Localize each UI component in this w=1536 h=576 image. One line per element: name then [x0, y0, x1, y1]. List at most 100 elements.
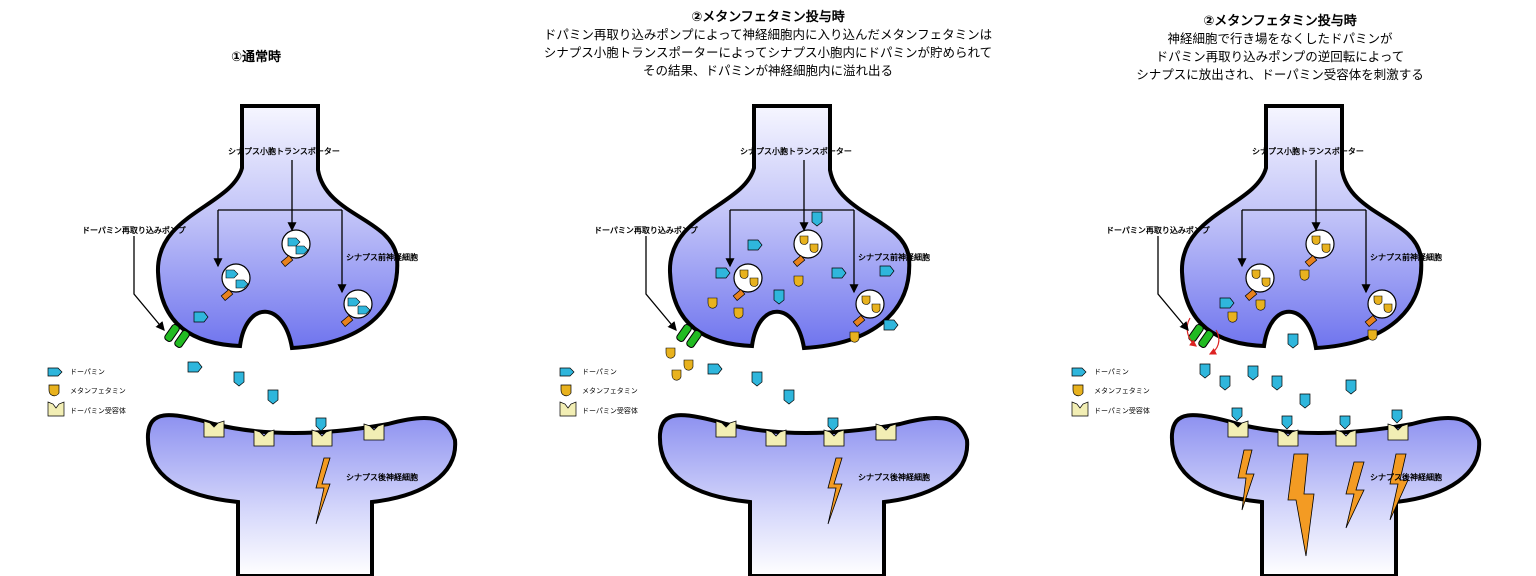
dopamine-icon: [1391, 409, 1403, 424]
reverse-flow-arrow-icon: [1208, 329, 1220, 355]
panel-title: ②メタンフェタミン投与時: [1203, 14, 1357, 29]
dopamine-icon: [715, 267, 731, 279]
legend-receptor: ドーパミン受容体: [582, 407, 638, 415]
legend-methamphetamine-icon: [560, 384, 572, 397]
pump-arrow: [133, 236, 165, 331]
dopamine-icon: [235, 279, 249, 289]
legend-methamphetamine-icon: [48, 384, 60, 397]
panel-methamphetamine-2: ②メタンフェタミン投与時 神経細胞で行き場をなくしたドパミンが ドパミン再取り込…: [1024, 0, 1536, 576]
methamphetamine-icon: [1321, 243, 1331, 253]
dopamine-icon: [1339, 415, 1351, 430]
dopamine-icon: [1287, 333, 1299, 349]
legend-dopamine-icon: [1071, 367, 1087, 377]
methamphetamine-icon: [671, 369, 682, 381]
panel-caption: ②メタンフェタミン投与時 神経細胞で行き場をなくしたドパミンが ドパミン再取り込…: [1024, 14, 1536, 84]
vesicle-transporter-label: シナプス小胞トランスポーター: [1252, 147, 1364, 156]
receptor-icon: [1387, 423, 1409, 441]
dopamine-icon: [267, 389, 279, 405]
reuptake-pump-label: ドーパミン再取り込みポンプ: [594, 226, 698, 235]
panel-desc-line: ドパミン再取り込みポンプによって神経細胞内に入り込んだメタンフェタミンは: [543, 27, 993, 42]
presynaptic-neuron: [667, 104, 912, 351]
legend-methamphetamine: メタンフェタミン: [582, 387, 638, 395]
presynaptic-neuron: [155, 104, 400, 351]
vesicle-transporter: [1304, 254, 1318, 268]
methamphetamine-icon: [1251, 269, 1261, 279]
vesicle-transporter: [340, 314, 354, 328]
panel-desc-line: ドパミン再取り込みポンプの逆回転によって: [1155, 49, 1405, 64]
receptor-icon: [823, 429, 845, 447]
methamphetamine-icon: [1261, 277, 1271, 287]
methamphetamine-icon: [749, 277, 759, 287]
panel-caption: ①通常時: [0, 50, 512, 66]
dopamine-icon: [1219, 297, 1235, 309]
methamphetamine-icon: [1311, 235, 1321, 245]
legend-dopamine-icon: [47, 367, 63, 377]
postsynaptic-neuron: [1169, 413, 1482, 576]
pump-arrow: [1157, 236, 1189, 331]
methamphetamine-icon: [1367, 329, 1378, 341]
presynaptic-neuron: [1179, 104, 1424, 351]
methamphetamine-icon: [809, 243, 819, 253]
dopamine-icon: [879, 265, 895, 277]
pump-arrow: [645, 236, 677, 331]
dopamine-icon: [287, 237, 301, 247]
vesicle-transporter-label: シナプス小胞トランスポーター: [740, 147, 852, 156]
synapse-diagram: [47, 104, 458, 576]
dopamine-icon: [1219, 375, 1231, 391]
dopamine-icon: [315, 417, 327, 432]
postsynaptic-label: シナプス後神経細胞: [858, 473, 930, 482]
panel-title: ②メタンフェタミン投与時: [691, 10, 845, 25]
dopamine-icon: [1271, 375, 1283, 391]
legend-receptor: ドーパミン受容体: [1094, 407, 1150, 415]
postsynaptic-neuron: [657, 413, 970, 576]
legend-dopamine: ドーパミン: [70, 368, 105, 376]
signal-bolt-icon: [1287, 453, 1315, 557]
receptor-icon: [715, 420, 737, 438]
panel-desc-line: シナプス小胞トランスポーターによってシナプス小胞内にドパミンが貯められて: [543, 45, 993, 60]
dopamine-icon: [225, 269, 239, 279]
legend-methamphetamine: メタンフェタミン: [70, 387, 126, 395]
methamphetamine-icon: [799, 235, 809, 245]
presynaptic-label: シナプス前神経細胞: [346, 253, 418, 262]
dopamine-icon: [751, 371, 763, 387]
methamphetamine-icon: [683, 359, 694, 371]
panel-desc-line: シナプスに放出され、ドーパミン受容体を刺激する: [1136, 67, 1424, 82]
legend-methamphetamine-icon: [1072, 384, 1084, 397]
methamphetamine-icon: [871, 303, 881, 313]
signal-bolt-icon: [1389, 453, 1409, 521]
vesicle-transporter-label: シナプス小胞トランスポーター: [228, 147, 340, 156]
reuptake-pump-label: ドーパミン再取り込みポンプ: [1106, 226, 1210, 235]
methamphetamine-icon: [1299, 269, 1310, 281]
receptor-icon: [1227, 420, 1249, 438]
postsynaptic-neuron: [145, 413, 458, 576]
vesicle-transporter: [280, 254, 294, 268]
vesicle-transporter: [792, 254, 806, 268]
receptor-icon: [765, 429, 787, 447]
signal-bolt-icon: [1345, 461, 1365, 529]
legend-dopamine: ドーパミン: [1094, 368, 1129, 376]
postsynaptic-label: シナプス後神経細胞: [346, 473, 418, 482]
dopamine-icon: [295, 245, 309, 255]
dopamine-icon: [193, 311, 209, 323]
dopamine-icon: [357, 305, 371, 315]
methamphetamine-icon: [861, 295, 871, 305]
panel-caption: ②メタンフェタミン投与時 ドパミン再取り込みポンプによって神経細胞内に入り込んだ…: [512, 10, 1024, 80]
panel-normal: ①通常時: [0, 0, 512, 576]
methamphetamine-icon: [1227, 311, 1238, 323]
legend-receptor: ドーパミン受容体: [70, 407, 126, 415]
dopamine-icon: [811, 211, 823, 227]
legend-methamphetamine: メタンフェタミン: [1094, 387, 1150, 395]
vesicle-transporter: [220, 288, 234, 302]
dopamine-icon: [1345, 379, 1357, 395]
signal-bolt-icon: [315, 457, 331, 525]
dopamine-icon: [827, 417, 839, 432]
panel-desc-line: 神経細胞で行き場をなくしたドパミンが: [1167, 31, 1393, 46]
legend-dopamine-icon: [559, 367, 575, 377]
methamphetamine-icon: [1373, 295, 1383, 305]
reuptake-pump: [676, 324, 702, 348]
panel-title: ①通常時: [230, 50, 281, 65]
postsynaptic-label: シナプス後神経細胞: [1370, 473, 1442, 482]
panel-methamphetamine-1: ②メタンフェタミン投与時 ドパミン再取り込みポンプによって神経細胞内に入り込んだ…: [512, 0, 1024, 576]
vesicle-transporter: [852, 314, 866, 328]
methamphetamine-icon: [849, 331, 860, 343]
